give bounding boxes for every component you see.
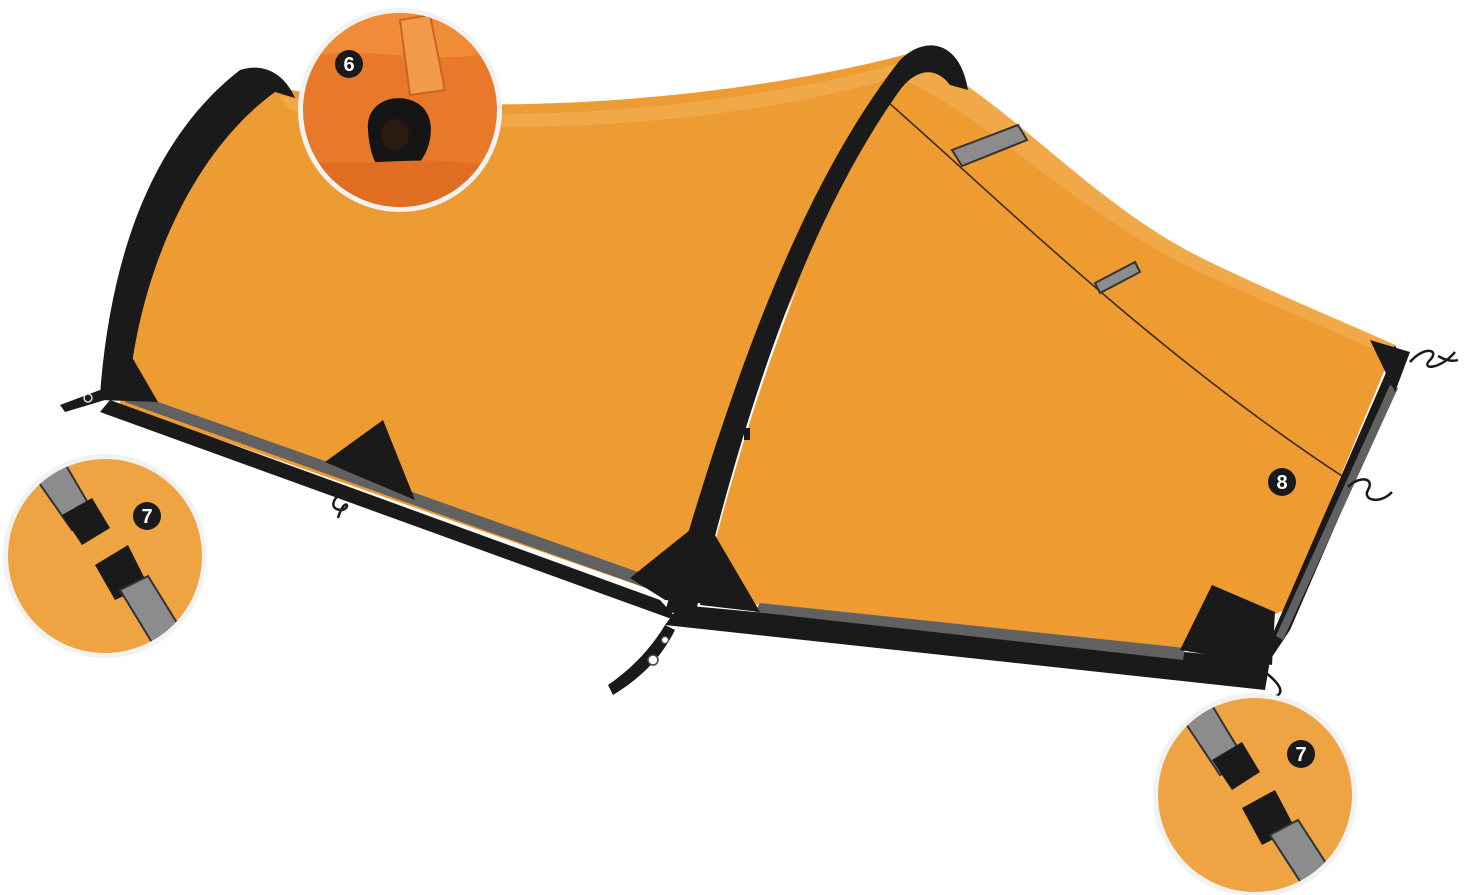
callout-8: 8 (1268, 468, 1296, 496)
callout-7-left-label: 7 (141, 506, 152, 528)
grommet-center-b (662, 637, 669, 644)
pole-clip (744, 428, 750, 440)
callout-8-label: 8 (1276, 472, 1287, 494)
callout-7-left: 7 (3, 454, 207, 672)
stake-strap-left (60, 390, 105, 412)
callout-6-label: 6 (343, 54, 354, 76)
callout-6: 6 (298, 8, 502, 212)
guy-loop-front-top (1410, 351, 1458, 367)
stake-strap-center (608, 625, 675, 695)
grommet-center (648, 655, 658, 665)
guy-loop-front-mid (1348, 479, 1392, 499)
callout-7-right-label: 7 (1295, 744, 1306, 766)
callout-7-right: 7 (1153, 693, 1357, 895)
tent-body (60, 45, 1458, 710)
